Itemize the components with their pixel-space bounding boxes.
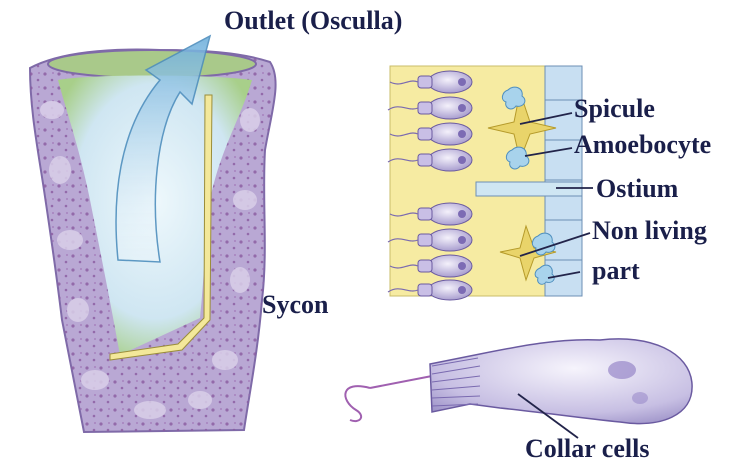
- label-part: part: [592, 258, 640, 284]
- label-amoebocyte: Amoebocyte: [574, 132, 711, 158]
- label-non-living: Non living: [592, 218, 707, 244]
- label-ostium: Ostium: [596, 176, 678, 202]
- collar-cell: [345, 339, 692, 424]
- label-collar-cells: Collar cells: [525, 436, 649, 462]
- label-outlet: Outlet (Osculla): [224, 8, 402, 34]
- label-spicule: Spicule: [574, 96, 655, 122]
- wall-section: [388, 66, 582, 300]
- label-sycon: Sycon: [262, 292, 328, 318]
